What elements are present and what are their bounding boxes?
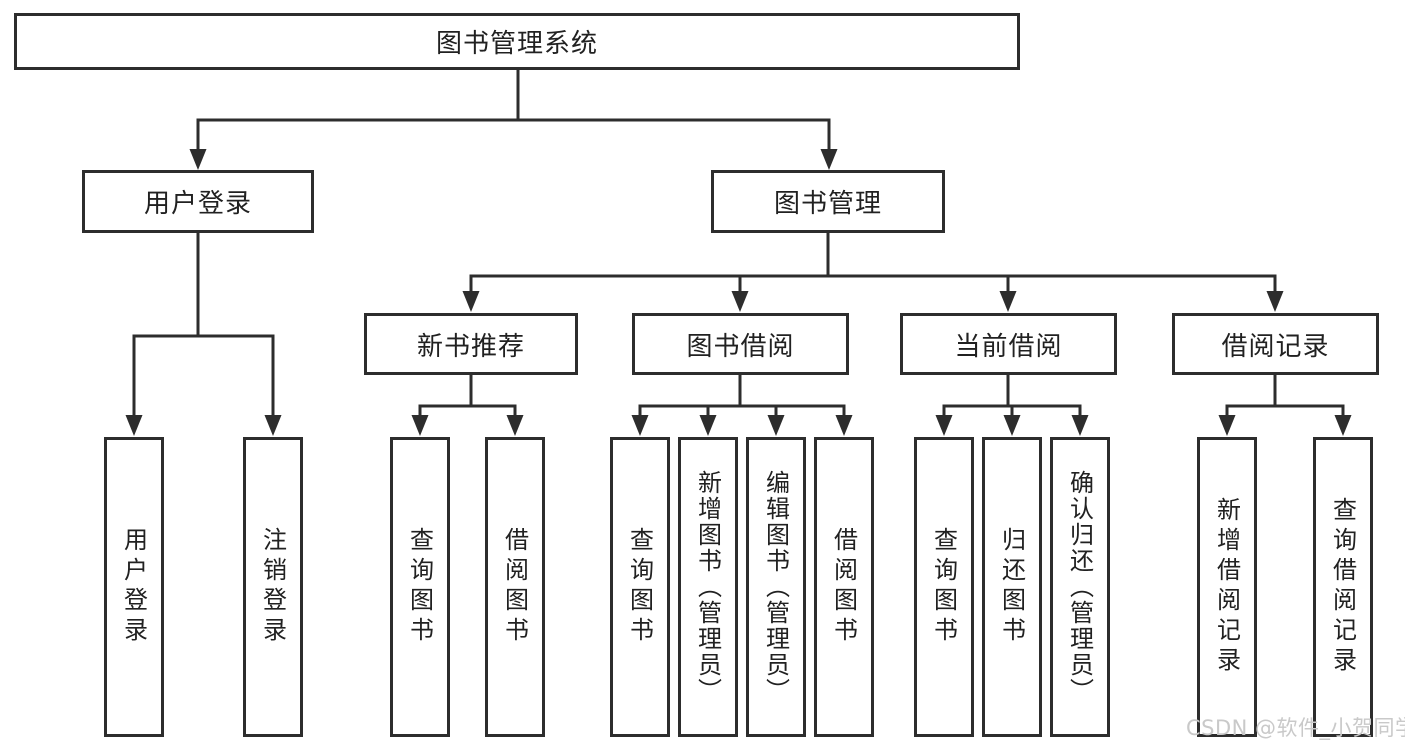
node-label: 图书管理: [773, 189, 882, 219]
leaf-rec-borrow-book: 借阅图书: [485, 437, 545, 737]
node-new-book-recommend: 新书推荐: [364, 313, 578, 375]
node-label: 新增借阅记录: [1212, 497, 1241, 677]
node-borrow-records: 借阅记录: [1172, 313, 1379, 375]
node-label: 借阅记录: [1221, 331, 1330, 362]
node-book-management: 图书管理: [711, 170, 945, 233]
leaf-bb-query-book: 查询图书: [610, 437, 670, 737]
node-label: 查询借阅记录: [1328, 497, 1357, 677]
node-user-login: 用户登录: [82, 170, 314, 233]
node-label: 借阅图书: [829, 527, 858, 647]
node-label: 图书管理系统: [435, 29, 598, 59]
node-label: 注销登录: [258, 527, 287, 647]
node-label: 归还图书: [997, 527, 1026, 647]
node-label: 用户登录: [143, 189, 252, 219]
leaf-bb-edit-book-admin: 编辑图书（管理员）: [746, 437, 806, 737]
node-label: 查询图书: [625, 527, 654, 647]
leaf-cb-query-book: 查询图书: [914, 437, 974, 737]
node-label: 借阅图书: [500, 527, 529, 647]
leaf-bb-borrow-book: 借阅图书: [814, 437, 874, 737]
leaf-br-add-record: 新增借阅记录: [1197, 437, 1257, 737]
node-label: 新增图书（管理员）: [693, 470, 722, 704]
node-label: 编辑图书（管理员）: [761, 470, 790, 704]
node-root-book-management-system: 图书管理系统: [14, 13, 1020, 70]
node-label: 当前借阅: [954, 331, 1063, 362]
csdn-watermark: CSDN @软件_小贺同学: [1186, 716, 1405, 740]
leaf-bb-add-book-admin: 新增图书（管理员）: [678, 437, 738, 737]
leaf-cb-return-book: 归还图书: [982, 437, 1042, 737]
node-book-borrowing: 图书借阅: [632, 313, 849, 375]
leaf-cb-confirm-return-admin: 确认归还（管理员）: [1050, 437, 1110, 737]
node-label: 查询图书: [929, 527, 958, 647]
leaf-logout: 注销登录: [243, 437, 303, 737]
node-label: 图书借阅: [686, 331, 795, 362]
leaf-rec-query-book: 查询图书: [390, 437, 450, 737]
leaf-user-login: 用户登录: [104, 437, 164, 737]
node-label: 用户登录: [119, 527, 148, 647]
node-label: 新书推荐: [416, 331, 525, 362]
node-current-borrowing: 当前借阅: [900, 313, 1117, 375]
node-label: 查询图书: [405, 527, 434, 647]
node-label: 确认归还（管理员）: [1065, 470, 1094, 704]
leaf-br-query-record: 查询借阅记录: [1313, 437, 1373, 737]
